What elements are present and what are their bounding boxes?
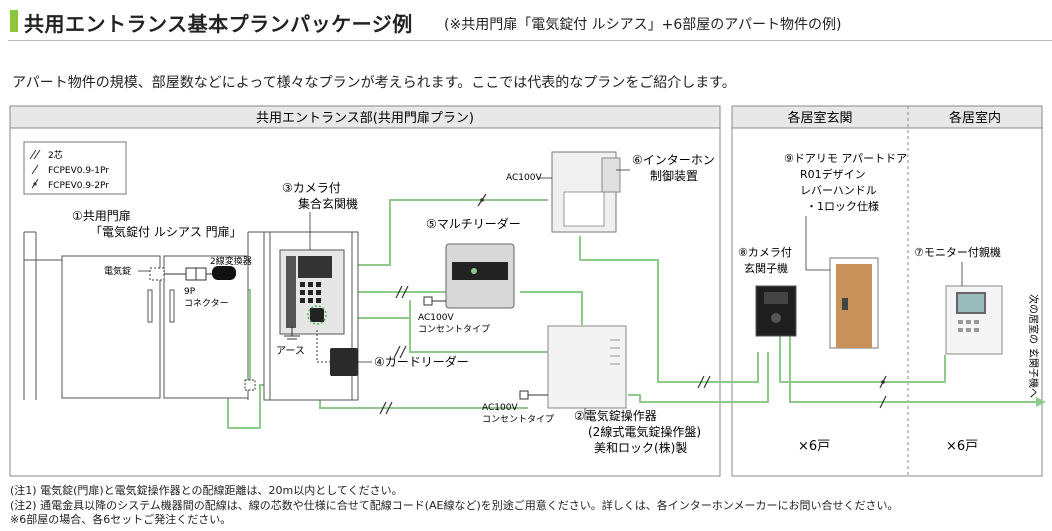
converter-label: 2線変換器 [210,255,252,267]
card-reader [330,348,358,376]
svg-text:玄関子機へ: 玄関子機へ [1027,348,1040,398]
operator-label-1: ②電気錠操作器 [574,408,657,423]
monitor-master-unit [945,285,1003,355]
intro-text: アパート物件の規模、部屋数などによって様々なプランが考えられます。ここでは代表的… [12,75,736,91]
camera-door-station [755,285,797,337]
footnotes: (注1) 電気錠(門扉)と電気錠操作器との配線距離は、20m以内としてください。… [10,484,898,528]
earth-label: アース [276,346,305,357]
legend-2pr: FCPEV0.9-2Pr [48,181,109,191]
legend-2core: 2芯 [48,149,63,161]
card-reader-label: ④カードリーダー [374,354,469,369]
footnote-1: (注1) 電気錠(門扉)と電気錠操作器との配線距離は、20m以内としてください。 [10,484,403,497]
denkijo-label: 電気錠 [104,265,131,277]
intercom-controller [551,151,621,233]
shitsunai-quantity: ×6戸 [946,439,978,454]
door-label-1: ⑨ドアリモ アパートドア [784,152,907,165]
apartment-door [829,257,879,349]
controller-label-2: 制御装置 [650,168,698,183]
door-station-label-2: 玄関子機 [744,261,788,275]
outlet-plug-multi [423,296,446,306]
operator-label-2: (2線式電気錠操作盤) [588,424,701,439]
connector-9p [164,267,212,281]
controller-label-1: ⑥インターホン [632,153,715,167]
multi-ac-label-1: AC100V [418,313,454,323]
title-bar: 共用エントランス基本プランパッケージ例 (※共用門扉「電気錠付 ルシアス」+6部… [8,8,1052,41]
lock-operator [547,325,627,409]
page-subtitle: (※共用門扉「電気錠付 ルシアス」+6部屋のアパート物件の例) [444,17,842,33]
operator-label-3: 美和ロック(株)製 [594,440,687,455]
entrance-panel-title: 共用エントランス部(共用門扉プラン) [256,110,474,126]
two-wire-converter [212,266,236,280]
footnote-3: ※6部屋の場合、各6セットご発注ください。 [10,513,232,526]
title-accent-mark [10,10,18,32]
legend-1pr: FCPEV0.9-1Pr [48,166,109,176]
next-room-label: 次の居室の 玄関子機へ [1027,294,1040,398]
top-ac-label: AC100V [506,173,542,183]
door-station-label-1: ⑧カメラ付 [738,246,792,259]
door-label-3: レバーハンドル [800,184,877,197]
connector-label-1: 9P [184,287,196,297]
multi-reader-label: ⑤マルチリーダー [426,216,521,231]
wire-legend: 2芯 FCPEV0.9-1Pr FCPEV0.9-2Pr [23,141,127,195]
genkan-panel-title: 各居室玄関 [787,110,852,126]
multi-ac-label-2: コンセントタイプ [418,324,490,335]
outlet-plug-operator [519,390,548,400]
camera-entrance-label-2: 集合玄関機 [298,196,358,211]
gate-label-1: ①共用門扉 [72,209,131,223]
door-label-4: ・1ロック仕様 [806,199,879,213]
camera-entrance-label-1: ③カメラ付 [282,181,341,195]
footnote-2: (注2) 通電金具以降のシステム機器間の配線は、線の芯数や仕様に合せて配線コード… [10,498,899,512]
svg-text:次の居室の: 次の居室の [1027,294,1040,344]
title-divider [8,40,1052,41]
wiring [210,199,1036,429]
genkan-quantity: ×6戸 [798,439,830,454]
connector-label-2: コネクター [184,298,229,309]
shitsunai-panel-title: 各居室内 [949,110,1001,126]
page-title: 共用エントランス基本プランパッケージ例 [24,12,413,36]
monitor-label: ⑦モニター付親機 [914,245,1001,259]
operator-ac-label-2: コンセントタイプ [482,414,554,425]
operator-ac-label-1: AC100V [482,403,518,413]
door-label-2: R01デザイン [800,167,866,181]
earth-symbol [284,326,300,340]
multi-reader [445,243,515,309]
camera-entrance-unit [279,249,345,335]
gate-label-2: 「電気錠付 ルシアス 門扉」 [90,224,242,239]
